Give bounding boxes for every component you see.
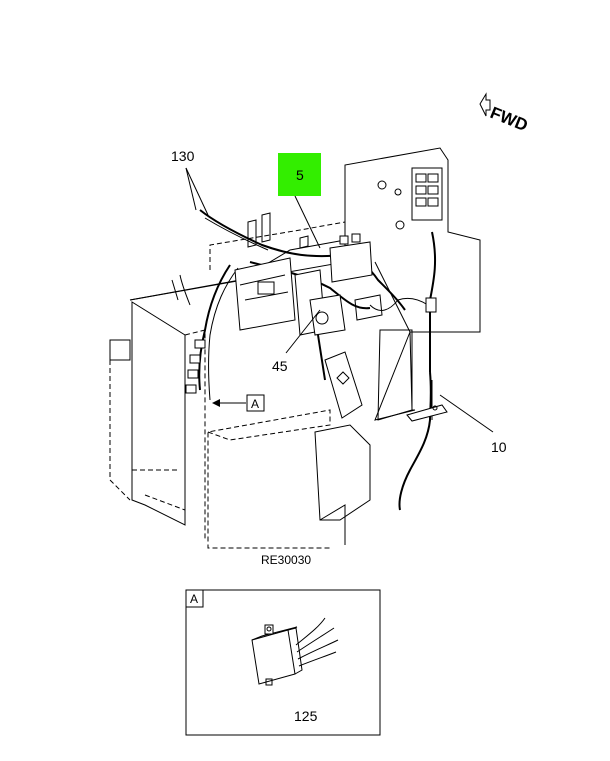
fwd-orientation-marker: FWD [479,92,531,135]
dash-inner-dashed [209,221,346,270]
pedal-assembly [309,294,383,419]
leader-10 [439,394,494,433]
left-floor-panel [109,360,131,501]
callout-10[interactable]: 10 [491,439,507,455]
wire-harness [171,209,448,511]
detail-title: A [190,592,198,606]
cab-assembly-drawing [109,147,481,549]
callout-125[interactable]: 125 [294,708,318,724]
floor-bracket [319,504,346,545]
fwd-label: FWD [488,103,531,135]
left-front-edge [132,469,186,511]
left-side-panel [131,301,186,526]
callout-5[interactable]: 5 [296,167,304,183]
right-pedal-panel [374,331,416,421]
control-module [234,212,373,336]
view-arrow-icon [212,399,220,407]
figure-id: RE30030 [261,553,311,567]
callout-130[interactable]: 130 [171,148,195,164]
leader-130-a [185,167,209,216]
fwd-arrow-icon [479,92,491,117]
right-side-box [377,329,413,421]
view-ref-label: A [251,397,259,411]
lower-right-panel [314,424,371,521]
switch-panel [377,167,443,230]
left-lower-panel [109,339,131,361]
dash-rear-panel [129,147,481,333]
callout-5-highlight[interactable] [278,153,321,196]
callout-45[interactable]: 45 [272,358,288,374]
view-ref-box[interactable] [246,394,265,412]
lower-front-panel [207,409,331,549]
detail-a-inset: A 125 [185,589,381,736]
leader-5 [294,195,321,249]
leader-130-b [185,167,197,211]
connector-125-drawing [251,617,339,686]
detail-title-box [185,589,204,608]
leader-45 [285,309,321,354]
